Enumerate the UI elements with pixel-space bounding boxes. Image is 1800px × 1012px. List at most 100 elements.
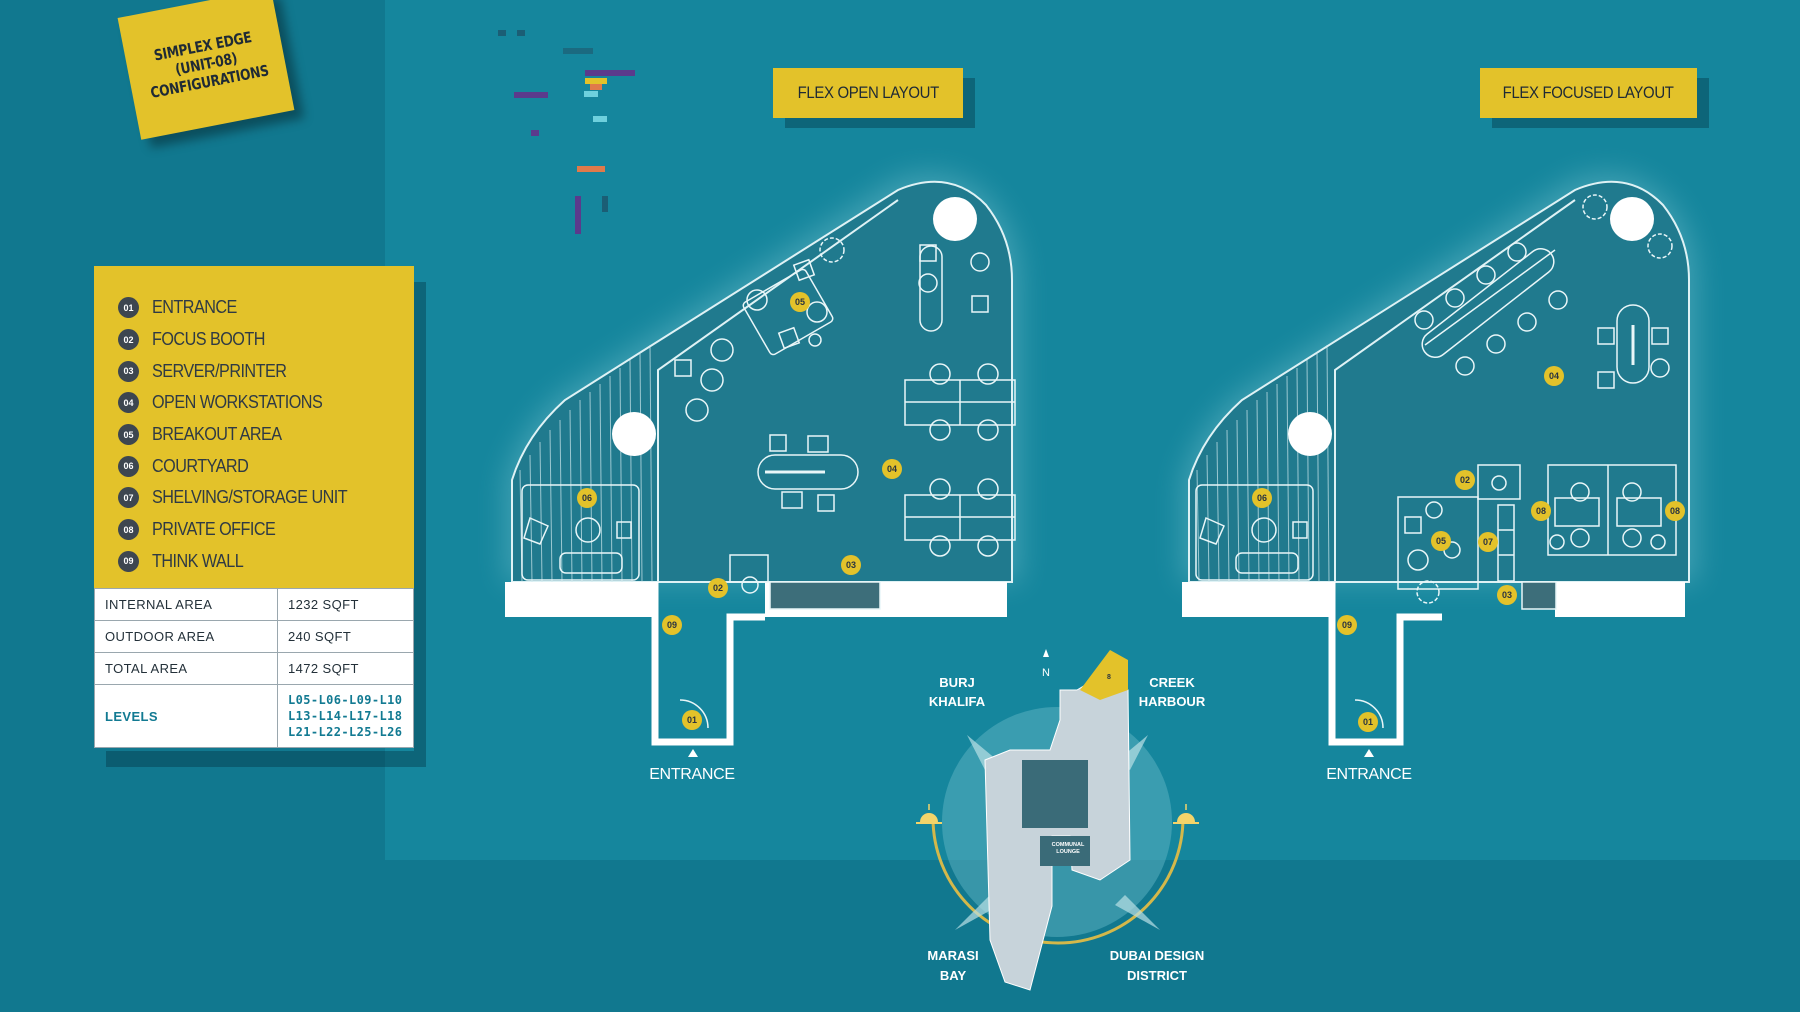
marasi-bay-line: BAY: [940, 968, 967, 983]
communal-lounge-box: [1040, 836, 1090, 866]
legend-label: SERVER/PRINTER: [152, 360, 287, 381]
plan-outline: [1188, 180, 1690, 583]
sun-icon: [1173, 804, 1199, 824]
legend-number: 02: [118, 329, 139, 351]
marker-number: 09: [1342, 620, 1352, 630]
marker-number: 02: [1460, 475, 1470, 485]
legend-item: 01 ENTRANCE: [118, 292, 369, 324]
column: [1288, 412, 1332, 456]
marker: 06: [577, 488, 597, 508]
legend-number: 05: [118, 424, 139, 446]
marker: 03: [841, 555, 861, 575]
legend-label: COURTYARD: [152, 455, 249, 476]
table-row: OUTDOOR AREA 240 SQFT: [94, 620, 414, 653]
flex-open-floor-plan: 05 06 04 03 02 09 01 ENTRANCE: [505, 173, 1020, 783]
legend-label: OPEN WORKSTATIONS: [152, 392, 323, 413]
unit-highlight: [1080, 650, 1128, 700]
marker: 08: [1665, 501, 1685, 521]
flex-focused-layout-title: FLEX FOCUSED LAYOUT: [1503, 83, 1674, 102]
internal-area-value: 1232 SQFT: [277, 588, 414, 621]
legend-number: 01: [118, 297, 139, 319]
creek-harbour-line: HARBOUR: [1139, 694, 1206, 709]
column: [612, 412, 656, 456]
marker-number: 03: [1502, 590, 1512, 600]
marker: 08: [1531, 501, 1551, 521]
marker: 05: [790, 292, 810, 312]
creek-harbour-line: CREEK: [1149, 675, 1195, 690]
wall-slab: [1555, 582, 1685, 617]
glazing-line: [1334, 199, 1576, 582]
legend-number: 08: [118, 519, 139, 541]
entrance-corridor: [1328, 582, 1442, 746]
burj-khalifa-line: KHALIFA: [929, 694, 986, 709]
communal-lounge-line: LOUNGE: [1056, 849, 1080, 855]
marasi-bay-label: MARASI BAY: [927, 948, 978, 983]
sun-icon: [916, 804, 942, 824]
legend-item: 04 OPEN WORKSTATIONS: [118, 387, 369, 419]
levels-value: L05-L06-L09-L10 L13-L14-L17-L18 L21-L22-…: [277, 684, 414, 748]
table-row: TOTAL AREA 1472 SQFT: [94, 652, 414, 685]
levels-label: LEVELS: [94, 684, 278, 748]
table-row: LEVELS L05-L06-L09-L10 L13-L14-L17-L18 L…: [94, 684, 414, 748]
marker-number: 05: [1436, 536, 1446, 546]
dubai-design-district-label: DUBAI DESIGN DISTRICT: [1110, 948, 1205, 983]
outdoor-area-label: OUTDOOR AREA: [94, 620, 278, 653]
legend-number: 06: [118, 455, 139, 477]
entrance-arrow-icon: [688, 749, 698, 757]
creek-harbour-label: CREEK HARBOUR: [1139, 675, 1206, 709]
plan-outline: [511, 180, 1013, 583]
marker: 09: [1337, 615, 1357, 635]
marker: 04: [882, 459, 902, 479]
view-rays: [955, 735, 1160, 930]
marker-number: 04: [1549, 371, 1559, 381]
legend-list: 01 ENTRANCE 02 FOCUS BOOTH 03 SERVER/PRINTE…: [118, 292, 369, 577]
marker-number: 07: [1483, 537, 1493, 547]
tree-icon: [819, 237, 845, 263]
tree-icon: [1416, 194, 1673, 604]
marker: 01: [1358, 712, 1378, 732]
marker-number: 02: [713, 583, 723, 593]
burj-khalifa-label: BURJ KHALIFA: [929, 675, 986, 709]
marker: 05: [1431, 531, 1451, 551]
legend-label: THINK WALL: [152, 550, 244, 571]
flex-focused-layout-tag: FLEX FOCUSED LAYOUT: [1480, 68, 1697, 118]
marker-number: 01: [1363, 717, 1373, 727]
legend-number: 04: [118, 392, 139, 414]
marker: 09: [662, 615, 682, 635]
plan-markers: 04 02 06 08 08 05 07 03 09 01: [1252, 366, 1685, 732]
orbit-arc: [931, 817, 1185, 945]
decorative-bars: [498, 30, 635, 234]
marasi-bay-line: MARASI: [927, 948, 978, 963]
marker-number: 08: [1670, 506, 1680, 516]
burj-khalifa-line: BURJ: [939, 675, 974, 690]
legend-number: 03: [118, 360, 139, 382]
communal-lounge-line: COMMUNAL: [1052, 842, 1085, 848]
marker-number: 09: [667, 620, 677, 630]
building-footprint: [984, 669, 1131, 991]
balcony-railing: [519, 344, 653, 583]
marker: 02: [1455, 470, 1475, 490]
marker-number: 05: [795, 297, 805, 307]
core: [1022, 760, 1088, 828]
marker-number: 06: [1257, 493, 1267, 503]
dubai-design-district-line: DISTRICT: [1127, 968, 1187, 983]
flex-focused-floor-plan: 04 02 06 08 08 05 07 03 09 01 ENTRANCE: [1182, 173, 1697, 783]
marker-number: 04: [887, 464, 897, 474]
dubai-design-district-line: DUBAI DESIGN: [1110, 948, 1205, 963]
north-arrow-icon: [1043, 649, 1049, 657]
legend-label: PRIVATE OFFICE: [152, 519, 276, 540]
legend-item: 08 PRIVATE OFFICE: [118, 514, 369, 546]
unit-number: 8: [1107, 674, 1111, 681]
legend-card: 01 ENTRANCE 02 FOCUS BOOTH 03 SERVER/PRINTE…: [94, 266, 414, 751]
legend-label: FOCUS BOOTH: [152, 329, 265, 350]
entrance-label: ENTRANCE: [649, 766, 735, 783]
legend-label: ENTRANCE: [152, 297, 237, 318]
table-row: INTERNAL AREA 1232 SQFT: [94, 588, 414, 621]
flex-open-layout-title: FLEX OPEN LAYOUT: [797, 83, 939, 102]
legend-panel: 01 ENTRANCE 02 FOCUS BOOTH 03 SERVER/PRINTE…: [94, 266, 414, 588]
